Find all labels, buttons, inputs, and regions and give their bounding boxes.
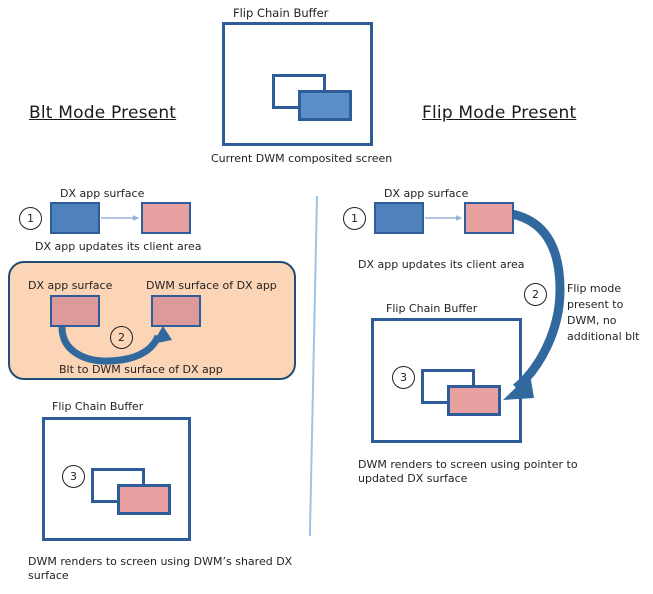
right-step1-updated-surface [464,202,514,234]
right-step1-caption: DX app updates its client area [358,258,525,271]
left-step2-right-label: DWM surface of DX app [146,279,277,292]
left-step1-dx-surface [50,202,100,234]
top-flip-chain-buffer [222,22,373,146]
top-window-dx-app [298,90,352,121]
heading-flip-mode-present: Flip Mode Present [422,103,577,123]
right-step3-window-dx-app [447,385,501,416]
left-step1-number: 1 [19,207,42,230]
left-step2-dx-app-surface [50,295,100,327]
left-step3-caption: DWM renders to screen using DWM’s shared… [28,555,293,582]
top-caption: Current DWM composited screen [211,152,393,165]
right-step3-number: 3 [392,366,415,389]
right-step1-surface-label: DX app surface [384,187,469,200]
left-step3-buffer-label: Flip Chain Buffer [52,400,144,413]
left-step1-updated-surface [141,202,191,234]
right-step1-number: 1 [343,207,366,230]
heading-blt-mode-present: Blt Mode Present [29,103,177,123]
right-step2-annotation: Flip mode present to DWM, no additional … [567,282,640,343]
left-step1-surface-label: DX app surface [60,187,145,200]
top-buffer-label: Flip Chain Buffer [233,6,329,20]
right-step3-buffer-label: Flip Chain Buffer [386,302,478,315]
left-step1-caption: DX app updates its client area [35,240,202,253]
column-divider [308,196,318,536]
left-step3-number: 3 [62,465,85,488]
left-step2-number: 2 [110,326,133,349]
left-step3-window-dx-app [117,484,171,515]
right-step3-caption: DWM renders to screen using pointer to u… [358,458,578,485]
left-step2-left-label: DX app surface [28,279,113,292]
right-step2-number: 2 [524,283,547,306]
right-step1-dx-surface [374,202,424,234]
left-step2-dwm-surface [151,295,201,327]
left-step2-caption: Blt to DWM surface of DX app [59,363,223,376]
